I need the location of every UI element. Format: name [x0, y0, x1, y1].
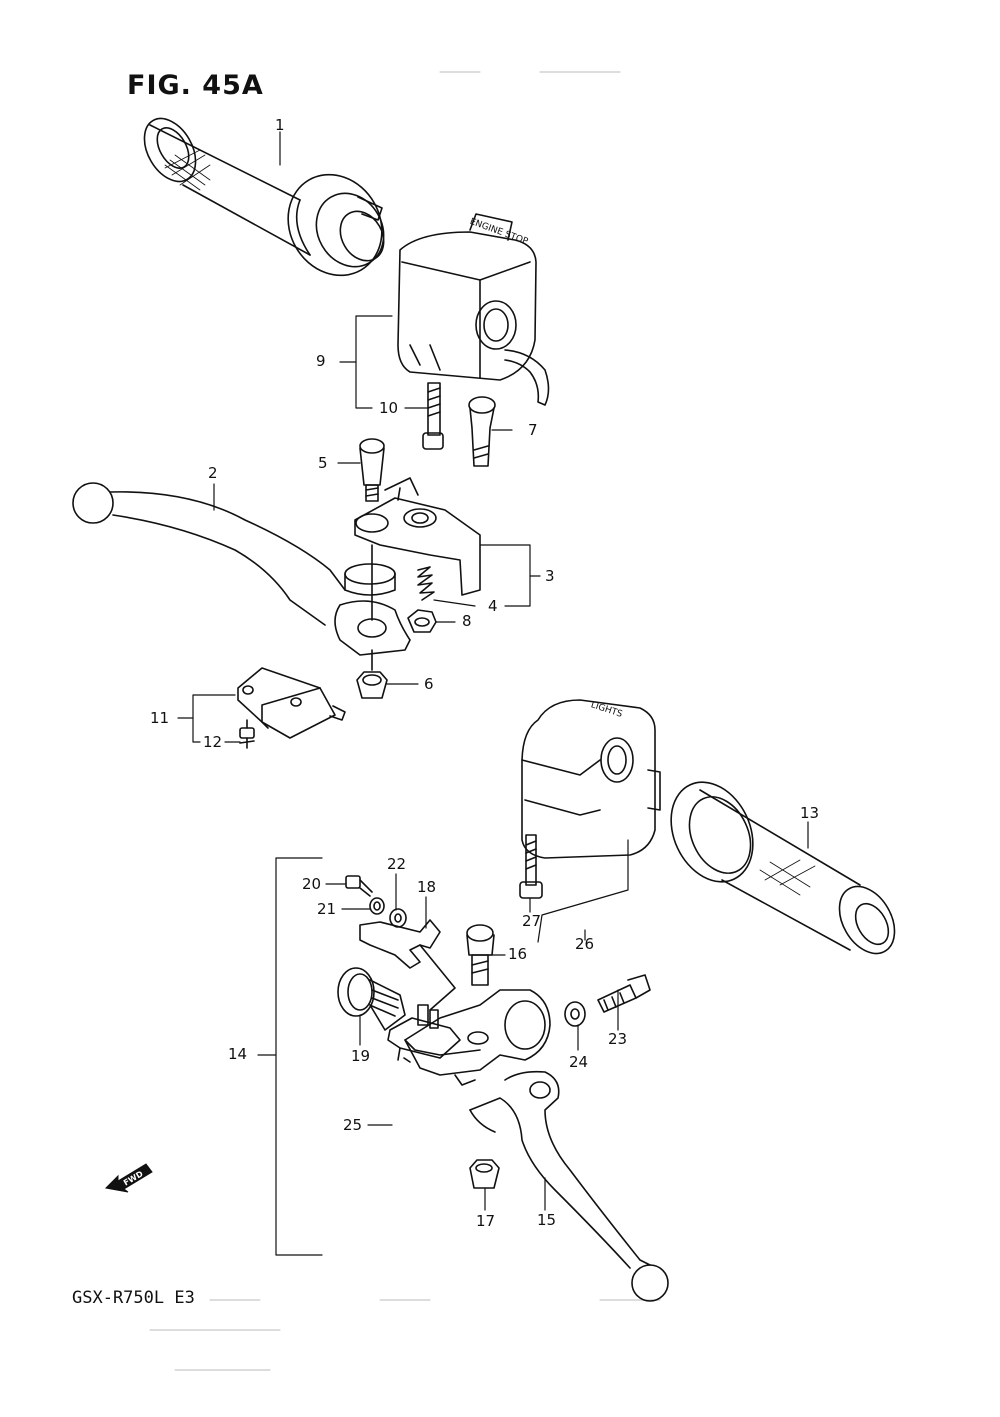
callout-4: 4 — [488, 597, 498, 615]
callout-17: 17 — [476, 1212, 496, 1230]
callout-13: 13 — [800, 804, 820, 822]
part-23-bolt — [597, 974, 651, 1013]
callout-2: 2 — [208, 464, 218, 482]
part-8-nut — [407, 609, 437, 633]
part-14-clutch-holder — [404, 989, 551, 1086]
part-15-clutch-lever — [469, 1070, 669, 1302]
callout-3: 3 — [545, 567, 555, 585]
part-2-brake-lever — [72, 482, 346, 626]
part-13-right-grip — [670, 781, 896, 955]
part-11-brake-switch — [237, 667, 346, 739]
callout-20: 20 — [302, 875, 322, 893]
part-17-nut — [469, 1159, 500, 1189]
part-10-screw — [422, 382, 444, 450]
callout-9: 9 — [316, 352, 326, 370]
part-21-washer — [369, 897, 385, 915]
callout-14: 14 — [228, 1045, 248, 1063]
callout-26: 26 — [575, 935, 595, 953]
part-16-bolt — [466, 924, 495, 986]
callout-11: 11 — [150, 709, 170, 727]
scan-noise — [149, 71, 661, 1371]
callout-24: 24 — [569, 1053, 589, 1071]
part-3-bracket — [354, 477, 481, 596]
part-20-screw — [345, 875, 373, 897]
part-6-nut — [356, 649, 388, 699]
callout-18: 18 — [417, 878, 437, 896]
callout-8: 8 — [462, 612, 472, 630]
callout-12: 12 — [203, 733, 223, 751]
part-7-screw — [468, 396, 496, 467]
callout-1: 1 — [275, 116, 285, 134]
callout-22: 22 — [387, 855, 407, 873]
leader-lines — [177, 131, 809, 1256]
part-27-screw — [519, 834, 543, 899]
callout-27: 27 — [522, 912, 542, 930]
callout-25: 25 — [343, 1116, 363, 1134]
part-26-right-switch-box — [521, 699, 661, 859]
part-1-throttle-grip — [143, 117, 385, 277]
callout-16: 16 — [508, 945, 528, 963]
model-code: GSX-R750L E3 — [72, 1288, 195, 1308]
part-4-spring — [417, 566, 435, 601]
part-9-left-switch-box — [397, 213, 550, 406]
callout-23: 23 — [608, 1030, 628, 1048]
part-19-adjuster — [337, 967, 406, 1031]
part-24-washer — [564, 1001, 586, 1027]
part-5-pivot-bolt — [359, 438, 385, 502]
fwd-arrow-icon: FWD — [104, 1158, 154, 1198]
callout-5: 5 — [318, 454, 328, 472]
callout-6: 6 — [424, 675, 434, 693]
master-cylinder — [334, 544, 411, 656]
figure-title: FIG. 45A — [127, 70, 264, 101]
callout-7: 7 — [528, 421, 538, 439]
callout-21: 21 — [317, 900, 337, 918]
part-18-plate — [359, 919, 456, 1011]
callout-19: 19 — [351, 1047, 371, 1065]
part-25-clutch-switch — [387, 1004, 461, 1063]
part-12-screw — [239, 719, 255, 749]
callout-15: 15 — [537, 1211, 557, 1229]
callout-10: 10 — [379, 399, 399, 417]
